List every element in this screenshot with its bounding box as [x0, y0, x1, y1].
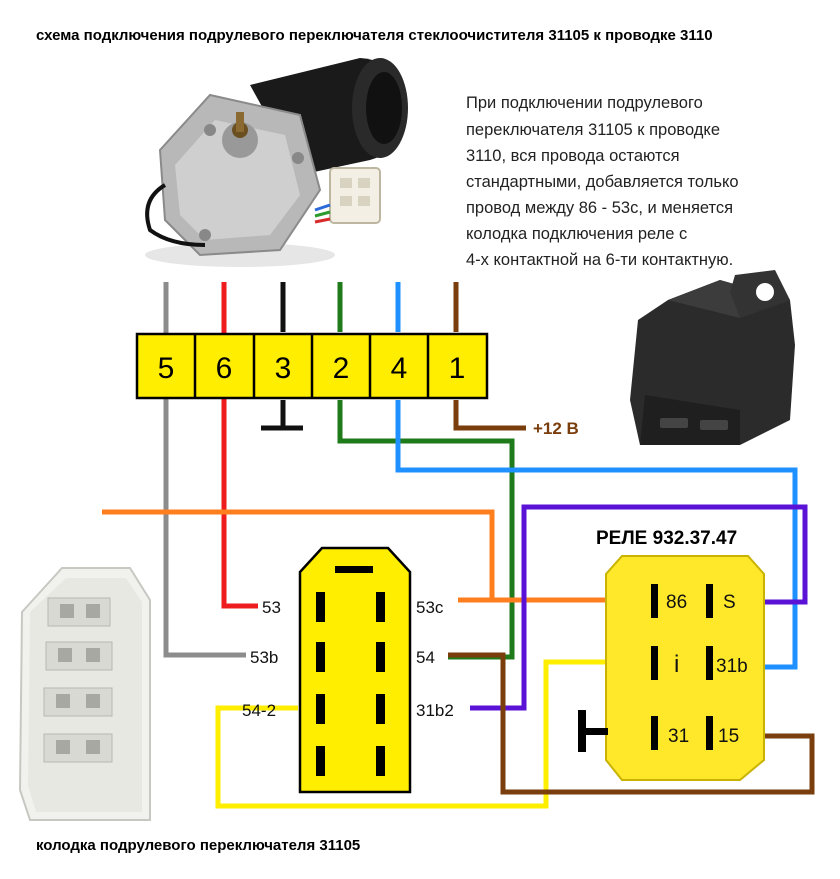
description-line: колодка подключения реле с [466, 225, 687, 243]
switch-pin-label: 31b2 [416, 701, 454, 720]
switch-caption: колодка подрулевого переключателя 31105 [36, 837, 360, 854]
description-line: 3110, вся провода остаются [466, 147, 680, 165]
relay-socket: 86 S i 31b 31 15 [578, 555, 765, 781]
connector-pin-label: 4 [391, 352, 408, 385]
wire-gray [163, 282, 246, 658]
relay-image [630, 270, 795, 445]
description-line: При подключении подрулевого [466, 94, 703, 112]
description-line: провод между 86 - 53с, и меняется [466, 199, 733, 217]
diagram-title: схема подключения подрулевого переключат… [36, 27, 713, 44]
switch-pin-label: 54 [416, 648, 435, 667]
wire-black [261, 282, 303, 431]
relay-pin-label: 31 [668, 726, 689, 747]
connector-pin-label: 1 [449, 352, 466, 385]
wire-brown-2 [448, 652, 815, 795]
switch-plug-image [18, 567, 151, 821]
switch-pin-label: 53b [250, 648, 278, 667]
relay-pin-label: 15 [718, 726, 739, 747]
wire-orange [102, 509, 622, 603]
connector-pin-label: 6 [216, 352, 233, 385]
wire-yellow [215, 659, 622, 809]
switch-pin-label: 54-2 [242, 701, 276, 720]
relay-title: РЕЛЕ 932.37.47 [596, 528, 737, 549]
wire-purple [470, 504, 808, 711]
wire-red [221, 282, 258, 609]
wires [102, 282, 815, 809]
relay-pin-label: S [723, 592, 736, 613]
switch-connector [298, 546, 412, 794]
motor-connector: 5 6 3 2 4 1 [135, 332, 489, 400]
power-label: +12 В [533, 419, 579, 438]
switch-pin-label: 53c [416, 598, 444, 617]
wire-blue [395, 282, 798, 670]
switch-pin-label: 53 [262, 598, 281, 617]
description-paragraph: При подключении подрулевого переключател… [466, 94, 739, 269]
connector-pin-label: 2 [333, 352, 350, 385]
description-line: переключателя 31105 к проводке [466, 121, 720, 139]
description-line: стандартными, добавляется только [466, 173, 739, 191]
connector-pin-label: 3 [275, 352, 292, 385]
connector-pin-label: 5 [158, 352, 175, 385]
description-line: 4-х контактной на 6-ти контактную. [466, 251, 733, 269]
wire-brown [453, 282, 526, 431]
relay-pin-label: 86 [666, 592, 687, 613]
relay-pin-label: i [674, 651, 679, 678]
relay-pin-label: 31b [716, 656, 748, 677]
wiper-motor-image [145, 58, 408, 267]
